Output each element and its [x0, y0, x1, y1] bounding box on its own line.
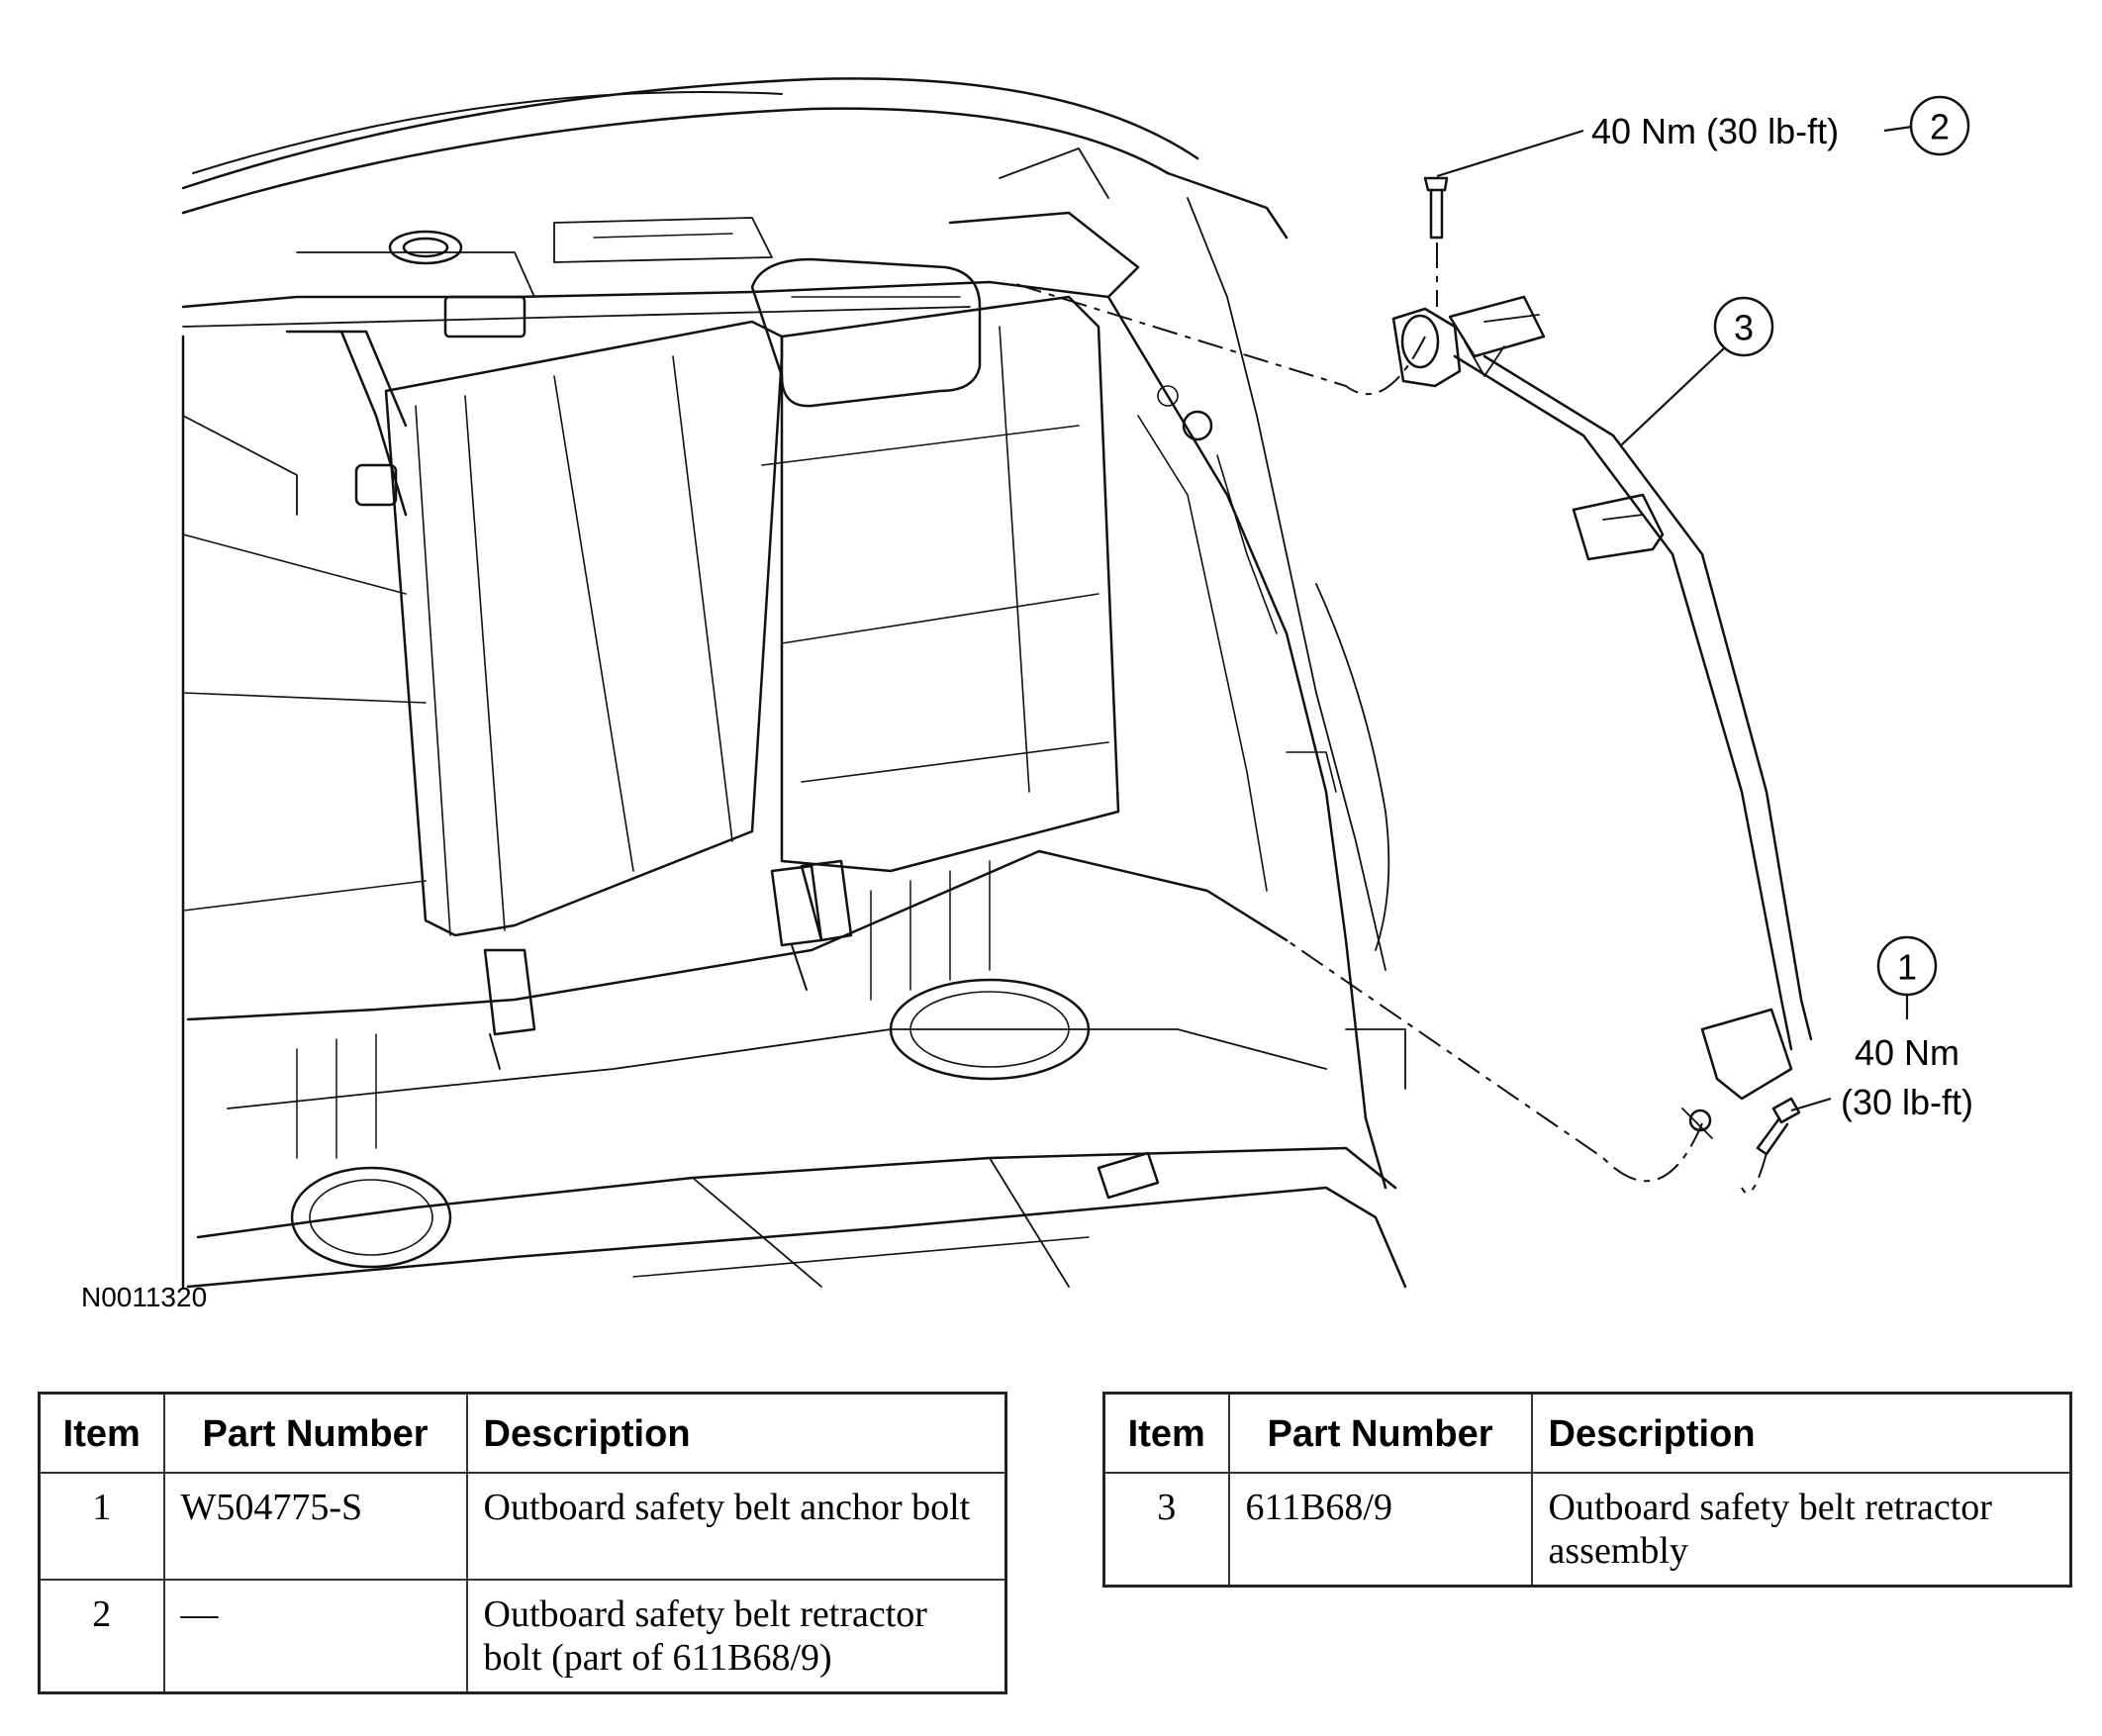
callout-3-number: 3	[1734, 308, 1754, 348]
header-part-number: Part Number	[162, 1392, 468, 1474]
vehicle-illustration	[181, 77, 1407, 1289]
table-row: 1 W504775-S Outboard safety belt anchor …	[38, 1472, 1007, 1581]
table-header-row: Item Part Number Description	[1102, 1392, 2072, 1474]
parts-table-left: Item Part Number Description 1 W504775-S…	[38, 1392, 1007, 1694]
header-part-number: Part Number	[1227, 1392, 1533, 1474]
callout-1: 1 40 Nm (30 lb-ft)	[1790, 935, 1973, 1122]
seat-belt-diagram: 40 Nm (30 lb-ft) 2 3 1 40 Nm (30 lb-ft) …	[81, 77, 1973, 1312]
cell-item: 1	[38, 1472, 165, 1581]
callout-3: 3	[1620, 296, 1774, 446]
header-description: Description	[1530, 1392, 2072, 1474]
cell-item: 3	[1102, 1472, 1230, 1588]
callout-1-torque-line1: 40 Nm	[1855, 1032, 1959, 1073]
callout-1-torque-line2: (30 lb-ft)	[1841, 1082, 1973, 1122]
cell-part-number: 611B68/9	[1227, 1472, 1533, 1588]
header-item: Item	[38, 1392, 165, 1474]
cell-part-number: —	[162, 1579, 468, 1694]
cell-description: Outboard safety belt anchor bolt	[465, 1472, 1007, 1581]
callout-1-number: 1	[1897, 947, 1917, 988]
cell-description: Outboard safety belt retractor assembly	[1530, 1472, 2072, 1588]
callout-2-circle	[1909, 95, 1970, 156]
header-item: Item	[1102, 1392, 1230, 1474]
figure-id: N0011320	[81, 1282, 207, 1312]
parts-table-right: Item Part Number Description 3 611B68/9 …	[1102, 1392, 2072, 1588]
table-header-row: Item Part Number Description	[38, 1392, 1007, 1474]
header-description: Description	[465, 1392, 1007, 1474]
retractor-assembly-illustration	[1391, 176, 1813, 1156]
cell-description: Outboard safety belt retractor bolt (par…	[465, 1579, 1007, 1694]
callout-3-circle	[1713, 296, 1774, 357]
assembly-guide-lines	[1008, 242, 1768, 1195]
callout-2-torque: 40 Nm (30 lb-ft)	[1591, 111, 1839, 151]
cell-part-number: W504775-S	[162, 1472, 468, 1581]
callout-2-number: 2	[1930, 107, 1950, 147]
cell-item: 2	[38, 1579, 165, 1694]
table-row: 3 611B68/9 Outboard safety belt retracto…	[1102, 1472, 2072, 1588]
callout-2: 40 Nm (30 lb-ft) 2	[1436, 95, 1970, 178]
table-row: 2 — Outboard safety belt retractor bolt …	[38, 1579, 1007, 1694]
